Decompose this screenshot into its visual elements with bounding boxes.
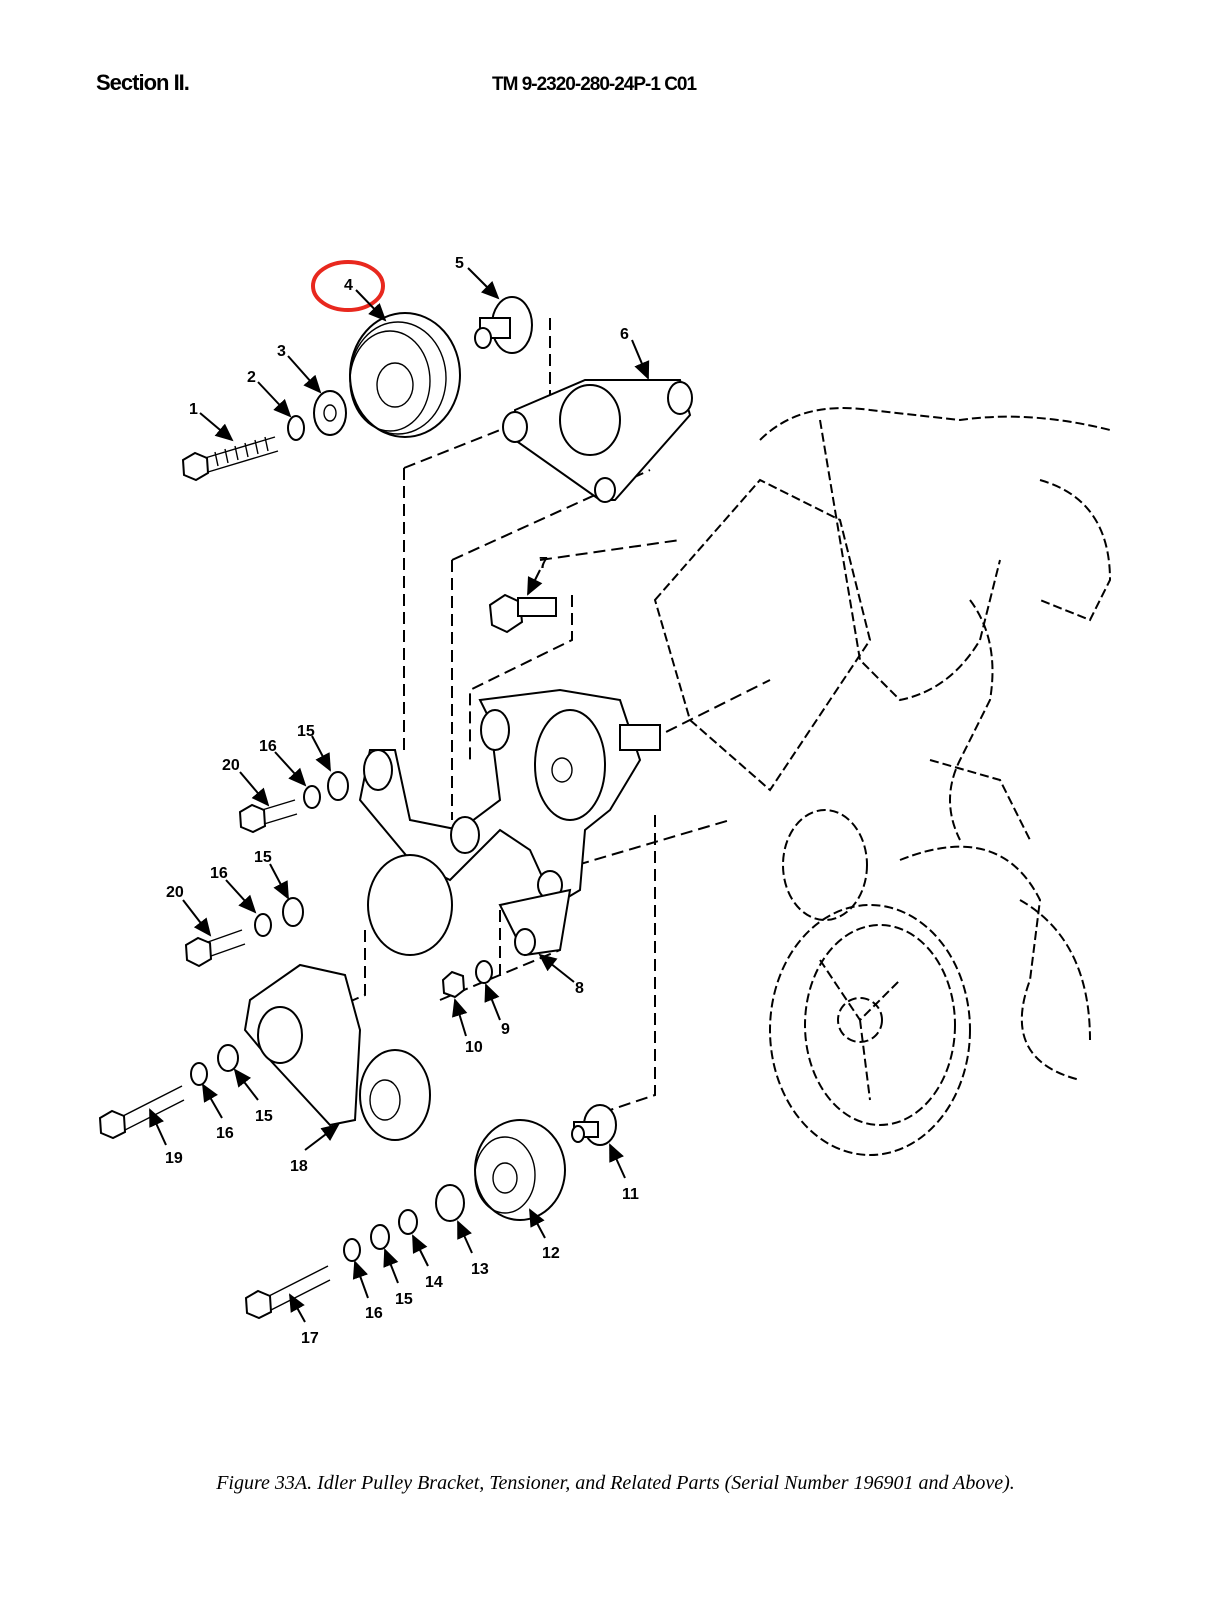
washer-3 — [313, 390, 347, 436]
washer-16 — [190, 1062, 208, 1086]
idler-bracket-6 — [502, 379, 693, 503]
bolt-1 — [181, 436, 279, 482]
callout-20: 20 — [222, 757, 240, 774]
bolt-20-upper — [238, 799, 298, 834]
callout-12: 12 — [542, 1245, 560, 1262]
callout-6: 6 — [620, 326, 629, 343]
callout-16: 16 — [216, 1125, 234, 1142]
spacer-11 — [571, 1104, 617, 1146]
callout-15: 15 — [254, 849, 272, 866]
callout-14: 14 — [425, 1274, 443, 1291]
washer-14 — [398, 1209, 418, 1235]
idler-pulley-12 — [474, 1119, 566, 1221]
washer-13 — [435, 1184, 465, 1222]
callout-19: 19 — [165, 1150, 183, 1167]
tm-number: TM 9-2320-280-24P-1 C01 — [492, 74, 697, 95]
callout-7: 7 — [539, 555, 548, 572]
callout-2: 2 — [247, 369, 256, 386]
washer-9 — [475, 960, 493, 984]
washer-15 — [327, 771, 349, 801]
callout-16: 16 — [365, 1305, 383, 1322]
washer-15 — [282, 897, 304, 927]
nut-10 — [441, 970, 466, 999]
spacer-5 — [474, 296, 533, 354]
callout-arrows — [149, 267, 650, 1323]
callout-20: 20 — [166, 884, 184, 901]
bolt-17 — [244, 1265, 331, 1320]
figure-caption: Figure 33A. Idler Pulley Bracket, Tensio… — [216, 1472, 1015, 1494]
idler-pulley-4 — [349, 312, 461, 438]
washer-16 — [343, 1238, 361, 1262]
highlight-circle — [311, 260, 385, 312]
washer-2 — [287, 415, 305, 441]
tensioner-bracket — [358, 688, 661, 907]
engine-outline — [653, 407, 1112, 1156]
callout-18: 18 — [290, 1158, 308, 1175]
callout-5: 5 — [455, 255, 464, 272]
callout-8: 8 — [575, 980, 584, 997]
callout-16: 16 — [259, 738, 277, 755]
washer-15 — [217, 1044, 239, 1072]
bolt-19 — [98, 1085, 185, 1140]
washer-15 — [370, 1224, 390, 1250]
callout-labels: 1 2 3 4 5 6 7 15 16 20 16 15 20 8 9 10 1… — [165, 255, 639, 1347]
callout-3: 3 — [277, 343, 286, 360]
callout-15: 15 — [255, 1108, 273, 1125]
callout-1: 1 — [189, 401, 198, 418]
callout-4: 4 — [344, 277, 353, 294]
callout-10: 10 — [465, 1039, 483, 1056]
callout-11: 11 — [622, 1186, 639, 1203]
backing-plate — [367, 854, 453, 956]
callout-16: 16 — [210, 865, 228, 882]
washer-16 — [303, 785, 321, 809]
callout-9: 9 — [501, 1021, 510, 1038]
tensioner-18 — [243, 963, 431, 1141]
bolt-20-lower — [184, 929, 246, 968]
callout-13: 13 — [471, 1261, 489, 1278]
bracket-arm-8 — [498, 888, 572, 957]
callout-15: 15 — [297, 723, 315, 740]
bolt-7 — [488, 593, 557, 634]
callout-17: 17 — [301, 1330, 319, 1347]
washer-16 — [254, 913, 272, 937]
section-heading: Section II. — [96, 70, 190, 95]
callout-15: 15 — [395, 1291, 413, 1308]
